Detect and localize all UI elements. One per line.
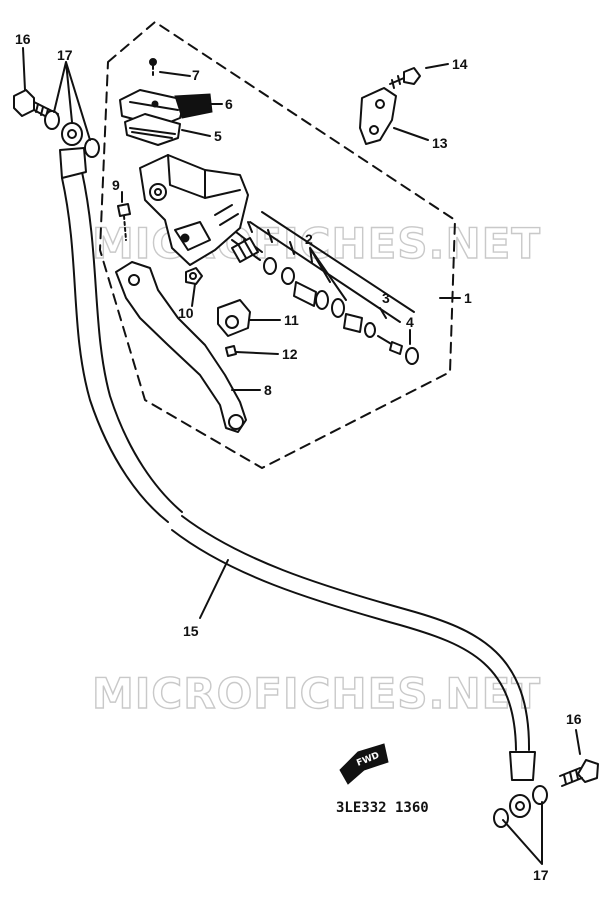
dust-boot bbox=[405, 347, 419, 365]
callout-16-top: 16 bbox=[15, 31, 31, 47]
push-rod bbox=[377, 335, 403, 355]
nut bbox=[185, 267, 203, 285]
sealing-washers-top bbox=[44, 110, 100, 158]
callout-6: 6 bbox=[225, 96, 233, 112]
cylinder-holder bbox=[359, 87, 397, 145]
callout-14: 14 bbox=[452, 56, 468, 72]
callout-15: 15 bbox=[183, 623, 199, 639]
callout-11: 11 bbox=[284, 312, 299, 328]
switch-screw bbox=[225, 345, 237, 357]
lever-pivot-screw bbox=[117, 203, 131, 241]
callout-5: 5 bbox=[214, 128, 222, 144]
banjo-bolt-bottom bbox=[559, 759, 599, 787]
assembly-boundary bbox=[99, 21, 456, 469]
cap-screw bbox=[149, 58, 157, 79]
diaphragm bbox=[124, 113, 181, 146]
callout-4: 4 bbox=[406, 314, 414, 330]
callout-8: 8 bbox=[264, 382, 272, 398]
fwd-arrow: FWD bbox=[339, 743, 389, 785]
callout-17-top: 17 bbox=[57, 47, 73, 63]
holder-bolt bbox=[389, 67, 421, 89]
callout-1: 1 bbox=[464, 290, 472, 306]
callout-13: 13 bbox=[432, 135, 448, 151]
sealing-washers-bottom bbox=[493, 785, 548, 828]
callout-16-bottom: 16 bbox=[566, 711, 582, 727]
master-cylinder-body bbox=[139, 154, 249, 266]
callout-17-bottom: 17 bbox=[533, 867, 549, 883]
brake-lever bbox=[115, 261, 247, 433]
brake-hose bbox=[59, 147, 536, 781]
watermark-bottom: MICROFICHES.NET bbox=[92, 669, 541, 718]
brake-switch bbox=[217, 299, 251, 337]
callout-12: 12 bbox=[282, 346, 298, 362]
callout-2: 2 bbox=[305, 231, 313, 247]
part-code: 3LE332 1360 bbox=[336, 800, 429, 816]
leader-lines bbox=[22, 47, 581, 865]
callout-7: 7 bbox=[192, 67, 200, 83]
callout-9: 9 bbox=[112, 177, 120, 193]
callout-3: 3 bbox=[382, 290, 390, 306]
callout-10: 10 bbox=[178, 305, 194, 321]
banjo-bolt-top bbox=[13, 89, 59, 123]
